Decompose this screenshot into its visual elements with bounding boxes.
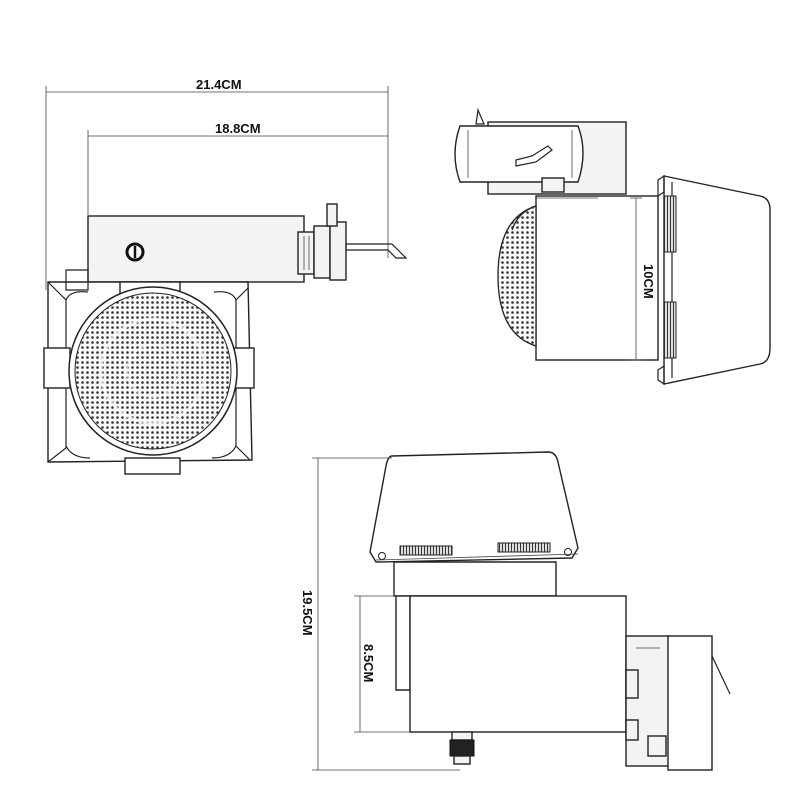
dimension-depth: 10CM (630, 197, 656, 361)
elevation-housing (409, 595, 627, 733)
side-housing (535, 195, 659, 361)
elevation-adapter (625, 635, 731, 771)
dimension-height-body: 8.5CM (354, 595, 410, 733)
dimension-width-body: 18.8CM (87, 121, 388, 215)
driver-box (87, 215, 305, 283)
dimension-label-19-5: 19.5CM (300, 590, 315, 636)
cable-gland (449, 731, 475, 765)
dimension-height-total: 19.5CM (300, 457, 460, 771)
elevation-view: 19.5CM 8.5CM (300, 451, 731, 771)
track-adapter (297, 203, 408, 281)
side-adapter (454, 107, 627, 195)
lens-front (68, 286, 238, 456)
front-view: 21.4CM 18.8CM (43, 77, 408, 475)
dimension-label-8-5: 8.5CM (361, 644, 376, 682)
elevation-barn-doors (369, 451, 579, 563)
dimension-width-total: 21.4CM (45, 77, 389, 290)
elevation-neck (393, 561, 557, 597)
side-lens (497, 205, 537, 347)
side-view: 10CM (454, 107, 771, 386)
dimension-label-18-8: 18.8CM (215, 121, 261, 136)
dimension-label-10: 10CM (641, 264, 656, 299)
dimension-label-21-4: 21.4CM (196, 77, 242, 92)
side-barn-doors (657, 174, 771, 386)
